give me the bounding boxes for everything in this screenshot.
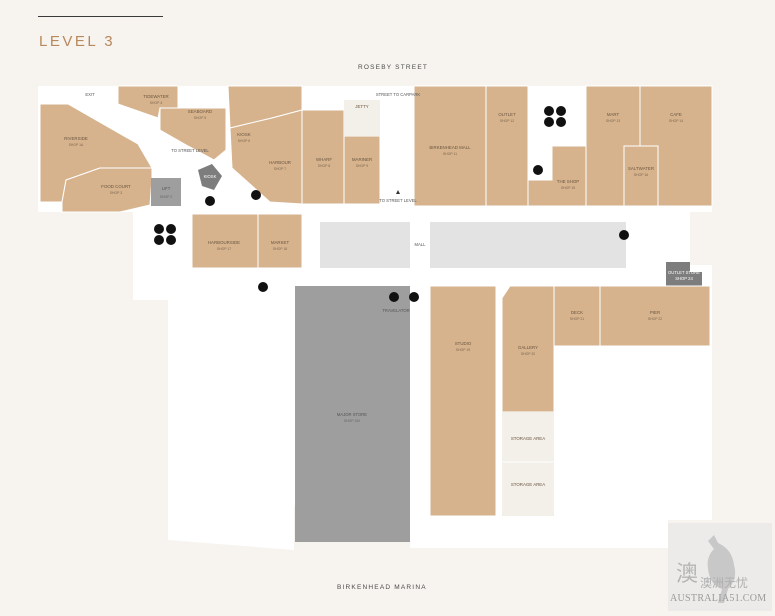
store-number: SHOP 16: [634, 173, 648, 177]
escalator-icon: [533, 165, 543, 175]
store-number: SHOP 13: [606, 119, 620, 123]
anchor-number: SHOP 100: [344, 419, 360, 423]
anchor-number: SHOP 24: [675, 276, 693, 281]
store-name: HARBOUR: [269, 160, 291, 165]
store-number: SHOP 18: [273, 247, 287, 251]
storage-area: [502, 412, 554, 516]
accessible-icon: [154, 224, 176, 245]
watermark-en: AUSTRALIA51.COM: [670, 593, 767, 604]
street-level-label: TO STREET LEVEL: [171, 148, 209, 153]
store-name: DECK: [571, 310, 583, 315]
lift-icon: [251, 190, 261, 200]
anchor-name: LIFT: [162, 186, 171, 191]
shop-unit[interactable]: [159, 107, 227, 161]
store-name: GALLERY: [518, 345, 538, 350]
bottom-street-label: BIRKENHEAD MARINA: [337, 584, 427, 591]
anchor-name: MAJOR STORE: [337, 412, 367, 417]
toilets-icon: [544, 106, 566, 127]
storage-label: STORAGE AREA: [511, 436, 545, 441]
svg-text:澳: 澳: [676, 562, 698, 587]
store-number: SHOP 12: [500, 119, 514, 123]
up-arrow-icon: [396, 190, 400, 194]
anchor-name: KIOSK: [204, 174, 217, 179]
store-number: SHOP 6: [238, 139, 250, 143]
store-number: SHOP 4: [150, 101, 162, 105]
shop-unit[interactable]: [429, 285, 497, 517]
store-number: SHOP 22: [648, 317, 662, 321]
store-number: SHOP 8: [318, 164, 330, 168]
store-number: SHOP 19: [456, 348, 470, 352]
store-number: SHOP 1A: [69, 143, 84, 147]
shop-unit[interactable]: [553, 285, 601, 347]
level-title: LEVEL 3: [39, 33, 116, 50]
travelator-label: TRAVELATOR: [382, 308, 409, 313]
exit-label: EXIT: [85, 92, 95, 97]
mall-label: MALL: [415, 242, 427, 247]
store-name: HARBOURSIDE: [208, 240, 240, 245]
void-area: [430, 222, 626, 268]
shop-unit[interactable]: [343, 135, 381, 205]
store-number: SHOP 9: [356, 164, 368, 168]
major-store[interactable]: [295, 286, 410, 542]
store-name: PIER: [650, 310, 660, 315]
store-name: RIVERSIDE: [64, 136, 88, 141]
shop-unit[interactable]: [413, 85, 487, 207]
store-number: SHOP 21: [570, 317, 584, 321]
anchor-unit[interactable]: [198, 164, 222, 190]
storage-label: STORAGE AREA: [511, 482, 545, 487]
shop-unit[interactable]: [485, 85, 529, 207]
store-number: SHOP 20: [521, 352, 535, 356]
store-name: CAFE: [670, 112, 682, 117]
store-number: SHOP 3: [110, 191, 122, 195]
store-name: THE SHOP: [557, 179, 580, 184]
info-icon: [619, 230, 629, 240]
store-name: WHARF: [316, 157, 332, 162]
store-name: OUTLET: [498, 112, 516, 117]
store-name: MARINER: [352, 157, 372, 162]
watermark-kangaroo-logo: 澳: [668, 523, 772, 611]
void-area: [320, 222, 410, 268]
anchor-unit[interactable]: [666, 262, 702, 286]
header-rule: [38, 16, 163, 17]
store-name: KIOSK: [237, 132, 250, 137]
store-number: SHOP 7: [274, 167, 286, 171]
store-name: MART: [607, 112, 620, 117]
shop-unit[interactable]: [61, 167, 153, 213]
store-name: FOOD COURT: [101, 184, 131, 189]
storage-box: [344, 100, 380, 136]
anchor-number: SHOP 2: [160, 195, 172, 199]
street-level-label: TO STREET LEVEL: [379, 198, 417, 203]
store-name: MARKET: [271, 240, 290, 245]
lift-block[interactable]: [151, 178, 181, 206]
store-name: SEABOARD: [188, 109, 212, 114]
carpark-label: STREET TO CARPARK: [376, 92, 421, 97]
lift-icon: [389, 292, 399, 302]
watermark-cn: 澳洲无忧: [700, 576, 749, 590]
top-street-label: ROSEBY STREET: [358, 64, 429, 71]
amenity-box: [528, 86, 586, 146]
store-number: SHOP 15: [561, 186, 575, 190]
store-number: SHOP 17: [217, 247, 231, 251]
store-name: STUDIO: [455, 341, 472, 346]
escalator-icon: [258, 282, 268, 292]
shop-unit[interactable]: [257, 213, 303, 269]
shop-unit[interactable]: [599, 285, 711, 347]
store-number: SHOP 14: [669, 119, 683, 123]
shop-unit[interactable]: [623, 145, 659, 207]
anchor-name: OUTLET STORE: [668, 270, 700, 275]
store-name: SALTWATER: [628, 166, 654, 171]
info-icon: [205, 196, 215, 206]
store-name: BIRKENHEAD MALL: [429, 145, 471, 150]
store-name: JETTY: [355, 104, 368, 109]
store-number: SHOP 5: [194, 116, 206, 120]
store-number: SHOP 11: [443, 152, 457, 156]
store-name: TIDEWATER: [143, 94, 168, 99]
info-icon: [409, 292, 419, 302]
